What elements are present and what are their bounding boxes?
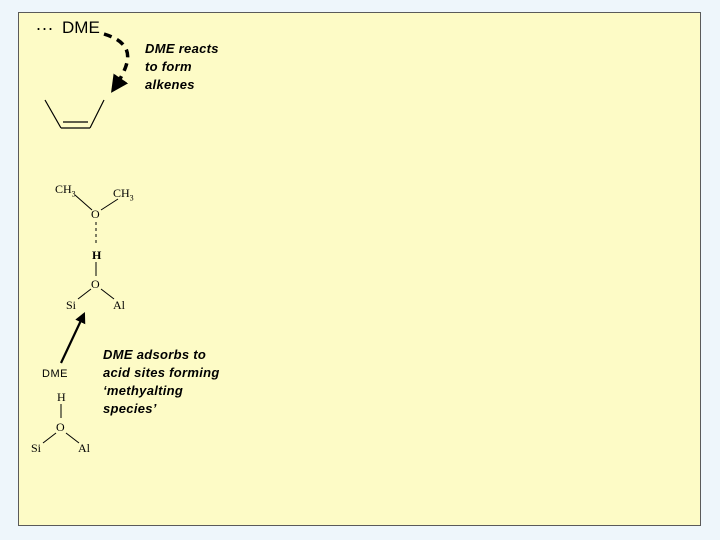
adsorbs-note-line: ‘methyalting [103,383,184,398]
reacts-note-line: to form [145,59,192,74]
bond-ch3-o [100,198,119,211]
reacts-note: DME reacts to form alkenes [145,40,219,94]
oxygen-top-label: O [91,207,100,221]
adsorption-arrow [60,312,86,364]
dme-label-top: DME [62,18,100,37]
complex-bonds [74,194,119,300]
alkene-bond [44,99,62,129]
bond-o-si [77,288,92,300]
aluminium-label: Al [113,298,125,312]
ch3-right-text: CH [113,186,130,200]
hydrogen-label: H [92,248,102,262]
ch3-right-subscript: 3 [129,193,134,203]
site-aluminium-label: Al [78,441,90,455]
oxygen-bottom-label: O [91,277,100,291]
site-hydrogen-label: H [57,390,66,404]
slide-panel [18,12,701,526]
reacts-note-line: DME reacts [145,41,219,56]
adsorbs-note-line: DME adsorbs to [103,347,207,362]
ch3-right-label: CH3 [113,186,134,202]
adsorbs-note: DME adsorbs to acid sites forming ‘methy… [103,346,220,418]
adsorbs-note-line: acid sites forming [103,365,220,380]
ch3-left-text: CH [55,182,72,196]
alkene-bond [89,99,105,129]
site-silicon-label: Si [31,441,42,455]
dme-label-site: DME [42,368,68,380]
alkene-structure [44,99,105,129]
bond-site-o-al [65,432,80,444]
adsorbs-note-line: species’ [103,401,157,416]
ellipsis-text: ... [36,14,55,34]
reaction-arrow [103,32,130,93]
site-bonds [42,404,80,444]
site-oxygen-label: O [56,420,65,434]
bond-site-o-si [42,432,57,444]
bond-o-al [100,288,115,300]
silicon-label: Si [66,298,77,312]
ch3-left-label: CH3 [55,182,76,198]
bond-ch3-o [74,194,93,211]
reacts-note-line: alkenes [145,77,195,92]
ch3-left-subscript: 3 [71,189,76,199]
